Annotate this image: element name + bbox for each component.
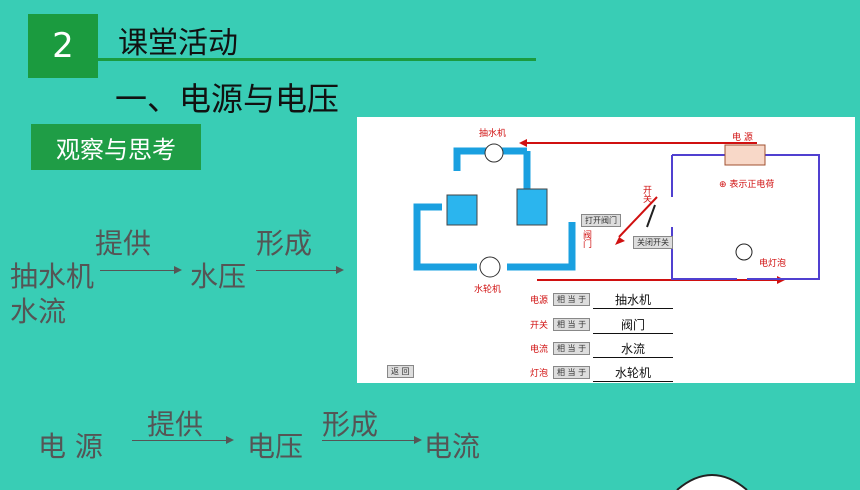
title-underline	[98, 58, 536, 61]
circuit-svg	[413, 139, 820, 284]
close-switch-button[interactable]: 关闭开关	[633, 236, 673, 249]
open-valve-button[interactable]: 打开阀门	[581, 214, 621, 227]
water-pressure-text: 水压	[190, 260, 247, 293]
switch-label: 开关	[643, 186, 653, 205]
section-number: 2	[28, 14, 98, 78]
row-answer-3: 水流	[593, 340, 673, 358]
water-forms-label: 形成	[256, 227, 313, 260]
elec-arrow-1	[132, 436, 234, 444]
back-button[interactable]: 返 回	[387, 365, 414, 378]
water-pump-text: 抽水机	[10, 260, 95, 293]
elec-source-text: 电 源	[38, 430, 103, 463]
equiv-button-2[interactable]: 相 当 于	[553, 318, 591, 331]
row-term-3: 电流	[530, 345, 549, 355]
turbine-label: 水轮机	[474, 285, 502, 295]
elec-provides-label: 提供	[147, 408, 204, 441]
bulb-label: 电灯泡	[759, 259, 787, 269]
water-arrow-2	[256, 266, 344, 274]
source-label: 电 源	[732, 133, 753, 143]
equiv-button-3[interactable]: 相 当 于	[553, 342, 591, 355]
decorative-figure-icon	[676, 474, 748, 490]
equiv-button-4[interactable]: 相 当 于	[553, 366, 591, 379]
water-provides-label: 提供	[95, 227, 152, 260]
equiv-button-1[interactable]: 相 当 于	[553, 293, 591, 306]
analogy-diagram: 抽水机 电 源 ⊕ 表示正电荷 开关 打开阀门 阀门 关闭开关 电灯泡 水轮机 …	[357, 117, 855, 383]
row-term-1: 电源	[530, 296, 549, 306]
subtitle: 一、电源与电压	[115, 80, 340, 118]
elec-arrow-2	[322, 436, 422, 444]
pump-label: 抽水机	[479, 129, 507, 139]
row-answer-1: 抽水机	[593, 291, 673, 309]
row-term-4: 灯泡	[530, 369, 549, 379]
row-answer-2: 阀门	[593, 316, 673, 334]
section-title: 课堂活动	[118, 26, 238, 61]
observe-badge: 观察与思考	[31, 124, 201, 170]
water-flow-text: 水流	[10, 295, 67, 328]
positive-charge-note: ⊕ 表示正电荷	[719, 180, 775, 190]
water-arrow-1	[100, 266, 182, 274]
row-term-2: 开关	[530, 321, 549, 331]
elec-forms-label: 形成	[322, 408, 379, 441]
row-answer-4: 水轮机	[593, 364, 673, 382]
valve-label: 阀门	[583, 231, 593, 250]
elec-current-text: 电流	[424, 430, 481, 463]
elec-voltage-text: 电压	[247, 430, 304, 463]
